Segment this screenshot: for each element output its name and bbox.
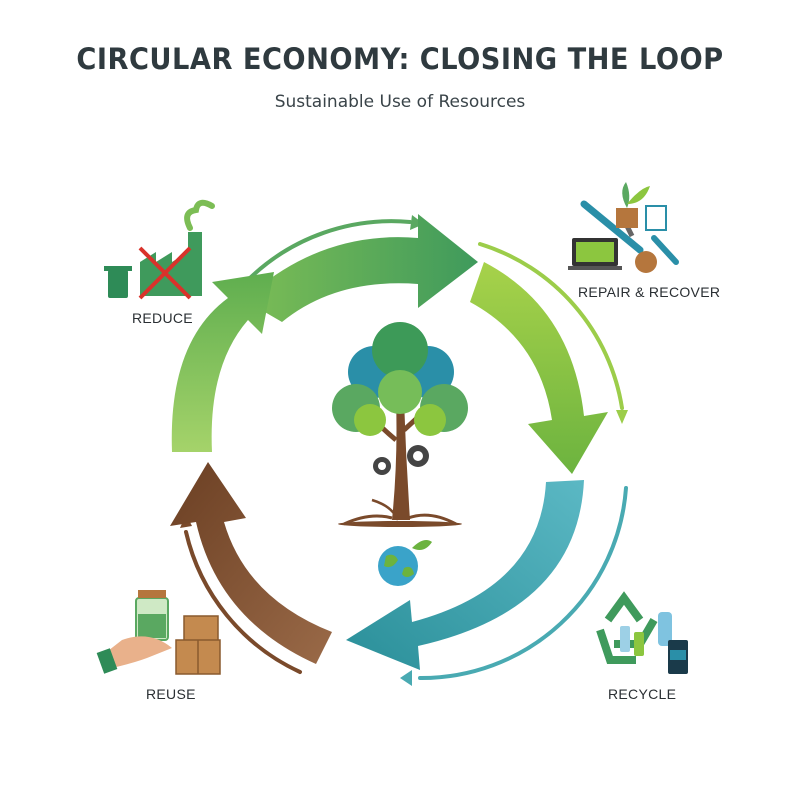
gear-icon — [373, 457, 391, 475]
outer-thin-arrows — [180, 215, 628, 686]
stage-label-reduce: REDUCE — [132, 310, 193, 326]
factory-crossed-icon — [104, 199, 215, 300]
arrow-top-dark-green — [244, 214, 478, 322]
repair-tools-icon — [568, 182, 679, 273]
hand-jar-boxes-icon — [96, 590, 221, 675]
arrow-bottom-teal — [346, 480, 584, 670]
recycle-icon — [596, 591, 688, 674]
arrow-right-light-green — [470, 262, 608, 474]
tree-with-gears-icon — [332, 322, 468, 527]
globe-leaf-icon — [378, 540, 432, 586]
diagram-subtitle: Sustainable Use of Resources — [274, 92, 526, 112]
arrow-left-green — [171, 272, 274, 452]
diagram-title: CIRCULAR ECONOMY: CLOSING THE LOOP — [76, 42, 724, 76]
stage-label-reuse: REUSE — [146, 686, 196, 702]
stage-label-recycle: RECYCLE — [608, 686, 677, 702]
stage-label-repair: REPAIR & RECOVER — [578, 284, 721, 300]
gear-icon-2 — [407, 445, 429, 467]
arrow-bottom-left-brown — [170, 462, 332, 664]
